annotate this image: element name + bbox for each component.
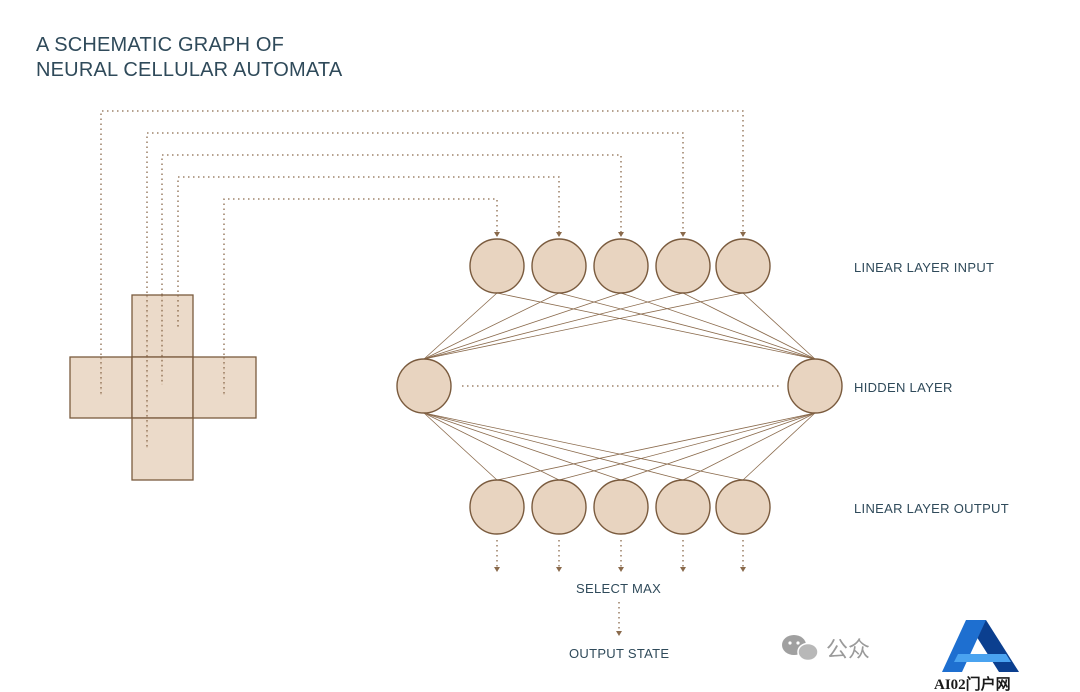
edge-hidden-2-output-4 — [682, 412, 816, 481]
edge-hidden-1-output-5 — [423, 412, 744, 481]
label-select-max: SELECT MAX — [576, 581, 661, 596]
output-node-4 — [655, 479, 711, 535]
edge-input-2-hidden-1 — [423, 292, 560, 360]
cross-dots — [100, 295, 225, 448]
output-arrows — [496, 540, 744, 632]
edge-input-4-hidden-1 — [423, 292, 684, 360]
cross-bottom-cell — [131, 417, 194, 481]
input-node-3 — [593, 238, 649, 294]
edge-input-4-hidden-2 — [682, 292, 816, 360]
output-node-3 — [593, 479, 649, 535]
input-node-5 — [715, 238, 771, 294]
connector-center-cell — [161, 154, 622, 385]
connector-left-cell — [100, 110, 744, 395]
network-edges — [423, 292, 816, 481]
edge-input-3-hidden-1 — [423, 292, 622, 360]
site-logo-icon — [942, 620, 1019, 672]
input-node-4 — [655, 238, 711, 294]
output-node-1 — [469, 479, 525, 535]
hidden-node-2 — [787, 358, 843, 414]
diagram-title: A SCHEMATIC GRAPH OF NEURAL CELLULAR AUT… — [36, 33, 342, 83]
watermark-site-text: AI02门户网 — [934, 675, 1011, 692]
wechat-icon — [782, 635, 819, 662]
edge-hidden-2-output-3 — [620, 412, 816, 481]
edge-input-1-hidden-1 — [423, 292, 498, 360]
neighborhood-cross — [69, 294, 257, 481]
edge-input-5-hidden-2 — [742, 292, 816, 360]
label-hidden-layer: HIDDEN LAYER — [854, 380, 953, 395]
network-nodes — [396, 238, 843, 535]
edge-input-3-hidden-2 — [620, 292, 816, 360]
output-node-2 — [531, 479, 587, 535]
connector-arrowheads — [494, 232, 746, 237]
hidden-node-1 — [396, 358, 452, 414]
title-line-2: NEURAL CELLULAR AUTOMATA — [36, 59, 343, 81]
edge-hidden-2-output-2 — [558, 412, 816, 481]
output-arrowheads — [494, 567, 746, 636]
title-line-1: A SCHEMATIC GRAPH OF — [36, 34, 285, 56]
edge-hidden-1-output-4 — [423, 412, 684, 481]
connector-upper-cell — [177, 176, 560, 327]
label-output-state: OUTPUT STATE — [569, 646, 669, 661]
input-node-2 — [531, 238, 587, 294]
label-linear-layer-input: LINEAR LAYER INPUT — [854, 260, 994, 275]
edge-input-1-hidden-2 — [496, 292, 816, 360]
edge-hidden-1-output-3 — [423, 412, 622, 481]
label-linear-layer-output: LINEAR LAYER OUTPUT — [854, 501, 1009, 516]
connector-right-cell — [223, 198, 498, 395]
input-node-1 — [469, 238, 525, 294]
cross-center-cell — [131, 356, 194, 419]
edge-hidden-1-output-1 — [423, 412, 498, 481]
edge-input-2-hidden-2 — [558, 292, 816, 360]
output-node-5 — [715, 479, 771, 535]
neighborhood-connectors — [100, 110, 744, 448]
edge-hidden-2-output-5 — [742, 412, 816, 481]
watermark-cn-text: 公众 — [826, 638, 870, 663]
edge-input-5-hidden-1 — [423, 292, 744, 360]
edge-hidden-1-output-2 — [423, 412, 560, 481]
edge-hidden-2-output-1 — [496, 412, 816, 481]
